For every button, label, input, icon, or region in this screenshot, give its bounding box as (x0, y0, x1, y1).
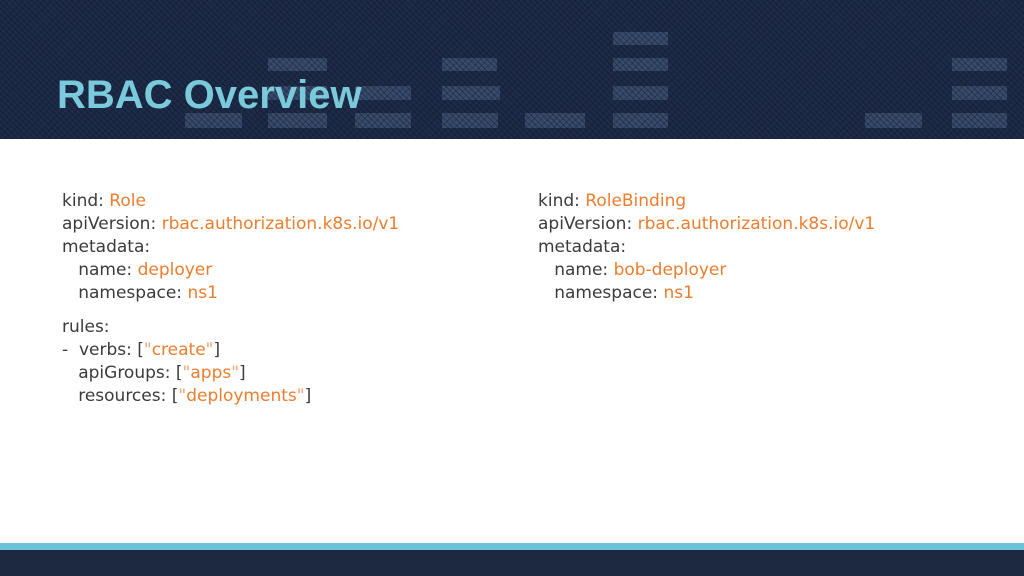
code-token: " (231, 363, 240, 383)
code-token: kind: (538, 191, 586, 211)
code-line: namespace: ns1 (538, 282, 875, 305)
header-pattern-block (952, 86, 1007, 100)
code-token: create (151, 340, 206, 360)
header-pattern-block (525, 113, 585, 128)
code-blank-line (62, 305, 399, 316)
code-token: apiVersion: (62, 214, 162, 234)
slide-header: RBAC Overview (0, 0, 1024, 139)
header-pattern-block (442, 58, 497, 71)
code-token: apps (190, 363, 232, 383)
code-token: ns1 (663, 283, 694, 303)
code-token: apiGroups: [ (62, 363, 183, 383)
code-line: name: bob-deployer (538, 259, 875, 282)
code-line: kind: Role (62, 190, 399, 213)
footer-accent-stripe (0, 543, 1024, 550)
header-pattern-block (613, 58, 668, 71)
code-line: kind: RoleBinding (538, 190, 875, 213)
code-line: metadata: (62, 236, 399, 259)
header-pattern-block (865, 113, 922, 128)
footer-bar (0, 550, 1024, 576)
code-token: namespace: (62, 283, 188, 303)
code-token: " (182, 363, 191, 383)
code-token: " (143, 340, 152, 360)
header-pattern-block (268, 58, 327, 71)
code-token: metadata: (538, 237, 627, 257)
code-token: name: (538, 260, 614, 280)
code-token: " (178, 386, 187, 406)
code-token: kind: (62, 191, 110, 211)
code-token: metadata: (62, 237, 151, 257)
header-pattern-block (268, 86, 327, 100)
code-token: bob-deployer (613, 260, 727, 280)
code-line: apiVersion: rbac.authorization.k8s.io/v1 (62, 213, 399, 236)
page-title: RBAC Overview (57, 72, 362, 117)
code-token: name: (62, 260, 138, 280)
code-line: - verbs: ["create"] (62, 339, 399, 362)
header-pattern-block (613, 113, 668, 128)
code-token: deployments (186, 386, 297, 406)
code-line: namespace: ns1 (62, 282, 399, 305)
code-token: rbac.authorization.k8s.io/v1 (161, 214, 400, 234)
code-token: ] (239, 363, 246, 383)
header-pattern-block (613, 86, 668, 100)
code-line: resources: ["deployments"] (62, 385, 399, 408)
code-line: apiVersion: rbac.authorization.k8s.io/v1 (538, 213, 875, 236)
code-token: resources: [ (62, 386, 179, 406)
code-line: name: deployer (62, 259, 399, 282)
header-pattern-block (613, 32, 668, 45)
code-line: apiGroups: ["apps"] (62, 362, 399, 385)
code-token: rules: (62, 317, 110, 337)
header-pattern-block (355, 113, 411, 128)
header-pattern-block (952, 113, 1007, 128)
header-pattern-block (952, 58, 1007, 71)
code-token: namespace: (538, 283, 664, 303)
code-line: rules: (62, 316, 399, 339)
code-token: ns1 (187, 283, 218, 303)
header-pattern-block (268, 113, 327, 128)
code-line: metadata: (538, 236, 875, 259)
code-token: ] (213, 340, 221, 360)
code-token: - verbs: [ (62, 340, 144, 360)
code-token: ] (304, 386, 312, 406)
header-pattern-block (442, 113, 498, 128)
code-token: apiVersion: (538, 214, 638, 234)
code-token: " (205, 340, 214, 360)
code-token: deployer (137, 260, 213, 280)
header-pattern-block (442, 86, 500, 100)
code-token: " (296, 386, 305, 406)
code-token: Role (109, 191, 146, 211)
header-pattern-block (185, 113, 242, 128)
header-pattern-block (355, 86, 411, 100)
code-token: RoleBinding (585, 191, 687, 211)
code-token: rbac.authorization.k8s.io/v1 (637, 214, 876, 234)
